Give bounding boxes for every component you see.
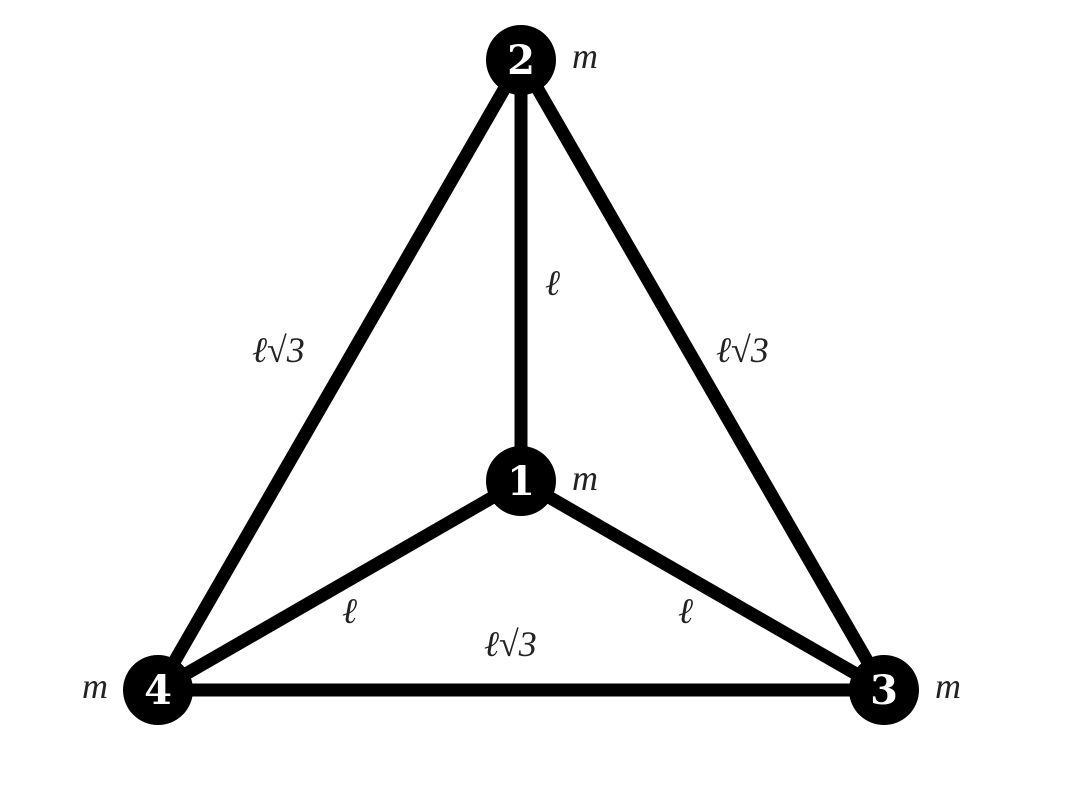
length-label-1-4: ℓ [342, 591, 357, 631]
edge-1-4 [154, 475, 525, 696]
length-label-1-2: ℓ [545, 263, 560, 303]
mass-label-3: m [935, 666, 961, 706]
node-2-label: 2 [507, 37, 535, 84]
node-4-label: 4 [144, 667, 172, 714]
edge-2-4 [152, 56, 527, 694]
node-4: 4 [123, 655, 193, 725]
length-label-2-3: ℓ√3 [716, 330, 769, 370]
edge-2-3 [515, 56, 890, 694]
mass-label-4: m [82, 666, 108, 706]
node-2: 2 [486, 25, 556, 95]
length-label-3-4: ℓ√3 [484, 624, 537, 664]
node-3-label: 3 [870, 667, 898, 714]
mass-label-2: m [572, 36, 598, 76]
node-1: 1 [486, 446, 556, 516]
length-label-1-3: ℓ [678, 591, 693, 631]
edge-1-3 [517, 475, 888, 696]
mass-label-1: m [572, 458, 598, 498]
length-label-2-4: ℓ√3 [252, 330, 305, 370]
node-1-label: 1 [507, 458, 535, 505]
node-3: 3 [849, 655, 919, 725]
